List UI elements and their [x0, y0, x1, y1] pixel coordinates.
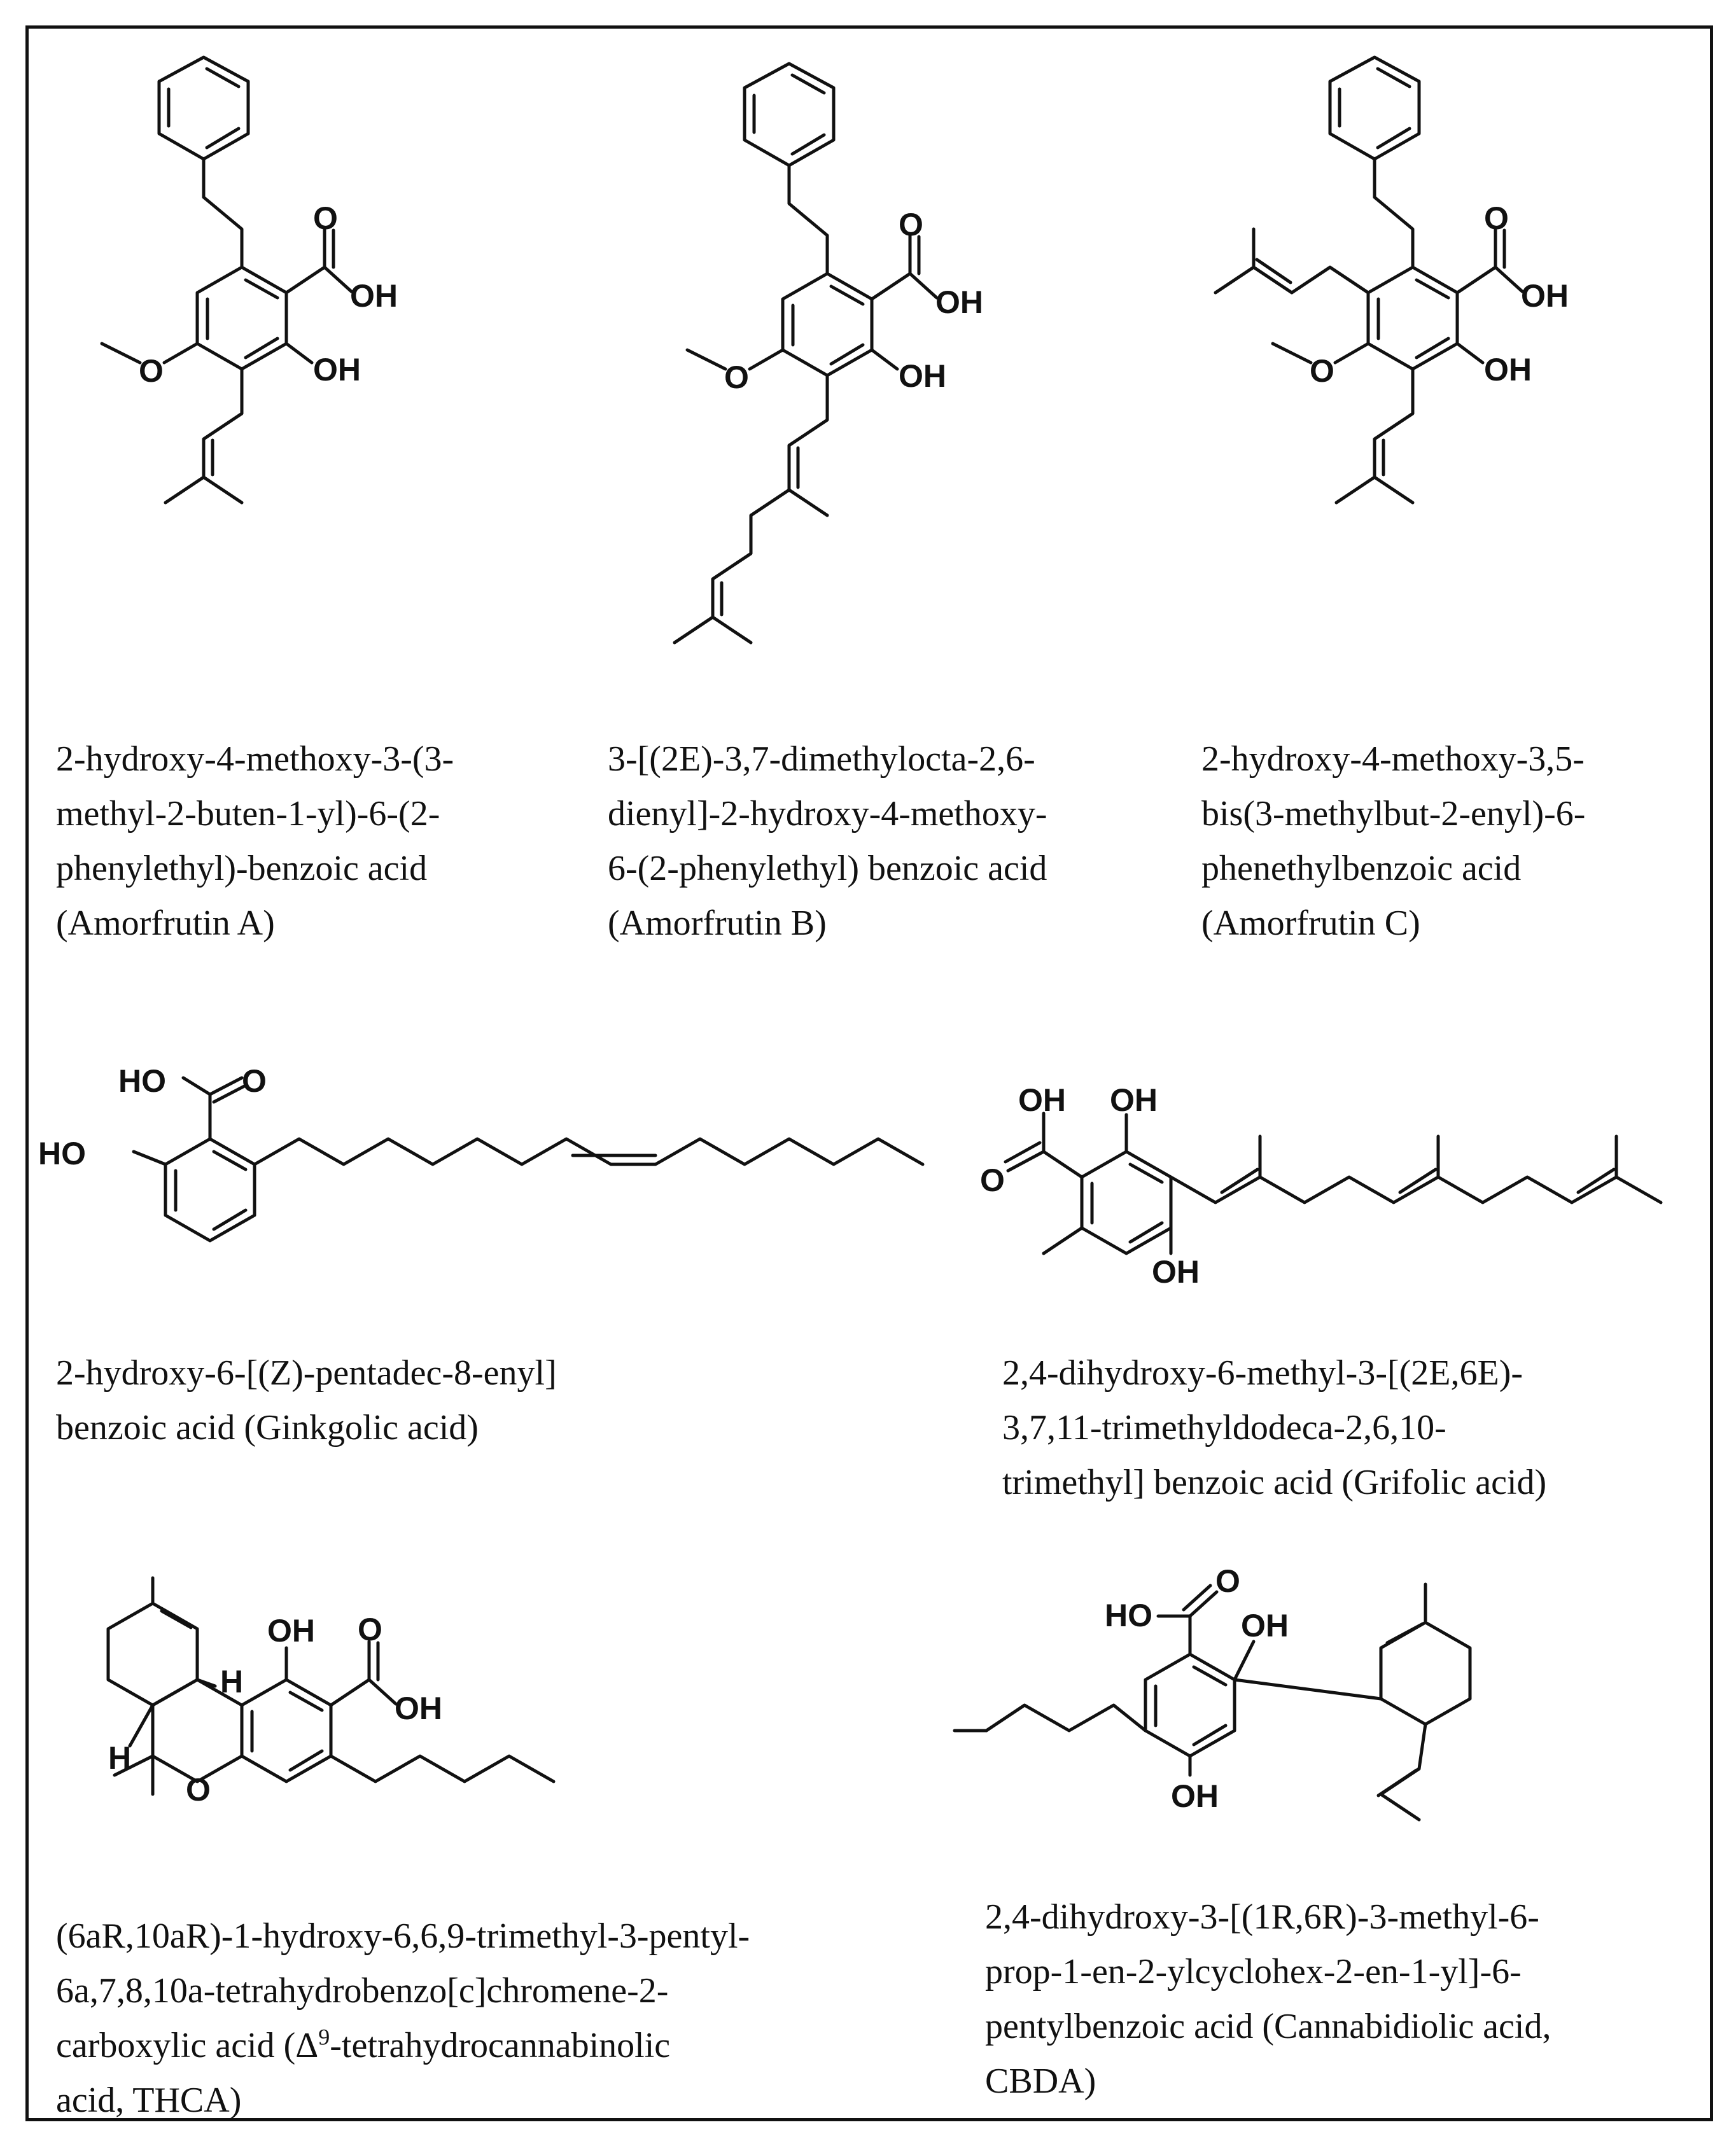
caption-amorfrutin-c: 2-hydroxy-4-methoxy-3,5- bis(3-methylbut… — [1201, 739, 1586, 943]
atom-label-oh: OH — [1171, 1778, 1219, 1814]
atom-label-h: H — [108, 1740, 131, 1776]
atom-label-oh: OH — [1241, 1608, 1289, 1643]
structure-amorfrutin-b: O OH OH O — [673, 45, 1056, 681]
atom-label-o: O — [358, 1612, 382, 1647]
figure-frame — [25, 25, 1713, 2121]
atom-label-o: O — [313, 200, 338, 236]
caption-amorfrutin-b: 3-[(2E)-3,7-dimethylocta-2,6- dienyl]-2-… — [608, 739, 1047, 943]
atom-label-ho: HO — [1105, 1598, 1152, 1633]
atom-label-ho: HO — [38, 1136, 86, 1171]
caption-thca: (6aR,10aR)-1-hydroxy-6,6,9-trimethyl-3-p… — [56, 1916, 750, 2120]
atom-label-oh: OH — [935, 284, 983, 320]
structure-grifolic-acid: OH O OH OH — [967, 1082, 1718, 1292]
caption-ginkgolic-acid: 2-hydroxy-6-[(Z)-pentadec-8-enyl] benzoi… — [56, 1353, 557, 1447]
atom-label-oh: OH — [267, 1613, 315, 1649]
structure-ginkgolic-acid: HO O HO — [38, 1063, 929, 1298]
atom-label-o: O — [899, 207, 923, 242]
atom-label-o: O — [980, 1162, 1005, 1198]
structure-amorfrutin-c: O OH OH O — [1196, 45, 1578, 541]
structure-amorfrutin-a: O OH OH O — [89, 45, 471, 541]
caption-cbda: 2,4-dihydroxy-3-[(1R,6R)-3-methyl-6- pro… — [985, 1897, 1551, 2101]
structure-thca: O H H OH O OH — [70, 1576, 592, 1883]
atom-label-oh: OH — [1152, 1254, 1200, 1290]
atom-label-o: O — [1310, 353, 1334, 389]
structure-cbda: HO O OH OH — [953, 1563, 1686, 1858]
atom-label-oh: OH — [1018, 1082, 1066, 1118]
atom-label-h: H — [220, 1664, 243, 1699]
atom-label-o: O — [186, 1772, 211, 1808]
atom-label-oh: OH — [1110, 1082, 1158, 1118]
atom-label-oh: OH — [313, 352, 361, 387]
atom-label-oh: OH — [350, 278, 398, 314]
atom-label-oh: OH — [1484, 352, 1532, 387]
atom-label-ho: HO — [118, 1063, 166, 1099]
atom-label-o: O — [242, 1063, 267, 1099]
atom-label-o: O — [1215, 1563, 1240, 1599]
atom-label-oh: OH — [1521, 278, 1569, 314]
atom-label-o: O — [724, 359, 749, 395]
atom-label-oh: OH — [899, 358, 946, 394]
caption-grifolic-acid: 2,4-dihydroxy-6-methyl-3-[(2E,6E)- 3,7,1… — [1002, 1353, 1547, 1502]
atom-label-o: O — [1484, 200, 1509, 236]
atom-label-o: O — [139, 353, 164, 389]
caption-amorfrutin-a: 2-hydroxy-4-methoxy-3-(3- methyl-2-buten… — [56, 739, 454, 943]
atom-label-oh: OH — [395, 1691, 442, 1726]
